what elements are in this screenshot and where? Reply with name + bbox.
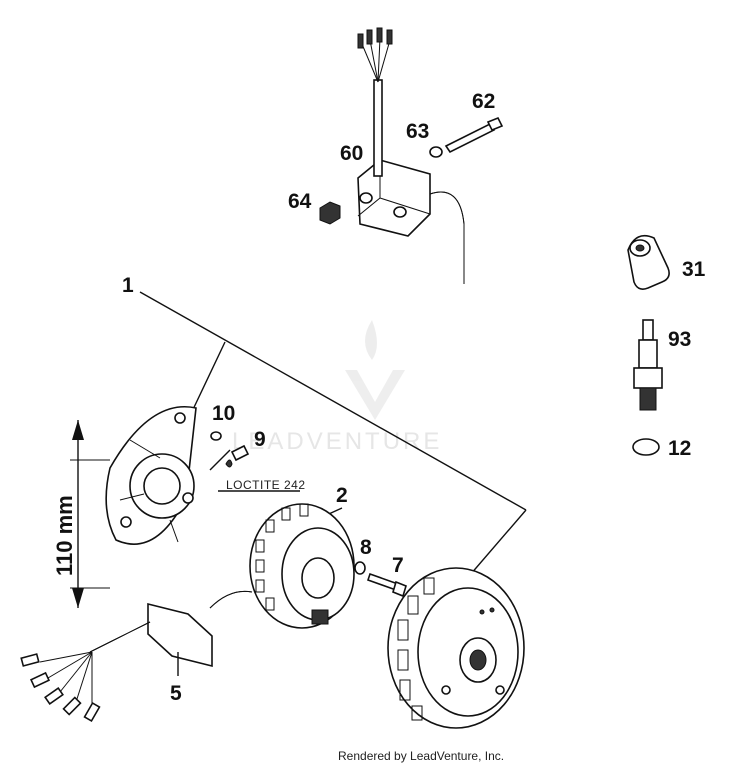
o-ring-12 — [632, 438, 660, 456]
watermark-logo — [345, 320, 405, 420]
harness-connectors — [20, 651, 101, 723]
label-7: 7 — [392, 554, 404, 577]
rotor-2-teeth — [255, 503, 309, 611]
label-93: 93 — [668, 328, 691, 351]
label-12: 12 — [668, 437, 691, 460]
leader-lines — [139, 291, 527, 576]
washer-63 — [429, 146, 443, 158]
washer-8 — [354, 561, 366, 575]
label-60: 60 — [340, 142, 363, 165]
screw-9 — [225, 444, 250, 468]
flywheel — [387, 567, 525, 729]
label-10: 10 — [212, 402, 235, 425]
bolt-7 — [366, 572, 407, 598]
pulse-generator-5 — [20, 590, 253, 723]
footer-credit: Rendered by LeadVenture, Inc. — [338, 749, 504, 763]
label-9: 9 — [254, 428, 266, 451]
label-62: 62 — [472, 90, 495, 113]
label-31: 31 — [682, 258, 706, 281]
dimension-label: 110 mm — [52, 495, 77, 576]
label-5: 5 — [170, 682, 182, 705]
ignition-coil-60 — [357, 27, 465, 284]
label-63: 63 — [406, 120, 429, 143]
bolt-62 — [444, 116, 504, 154]
dimension-110mm — [70, 420, 110, 608]
spark-plug-93 — [633, 319, 663, 411]
stator-plate — [105, 406, 197, 545]
label-8: 8 — [360, 536, 372, 559]
washer-10 — [210, 431, 222, 441]
loctite-note: LOCTITE 242 — [226, 478, 306, 492]
label-2: 2 — [336, 484, 348, 507]
label-64: 64 — [288, 190, 312, 213]
label-1: 1 — [122, 274, 134, 297]
coil-wire-bundle — [357, 27, 393, 83]
rotor-2 — [249, 503, 355, 629]
flywheel-fins — [397, 577, 435, 721]
spark-plug-cap-31 — [627, 234, 670, 290]
nut-64 — [319, 201, 341, 225]
